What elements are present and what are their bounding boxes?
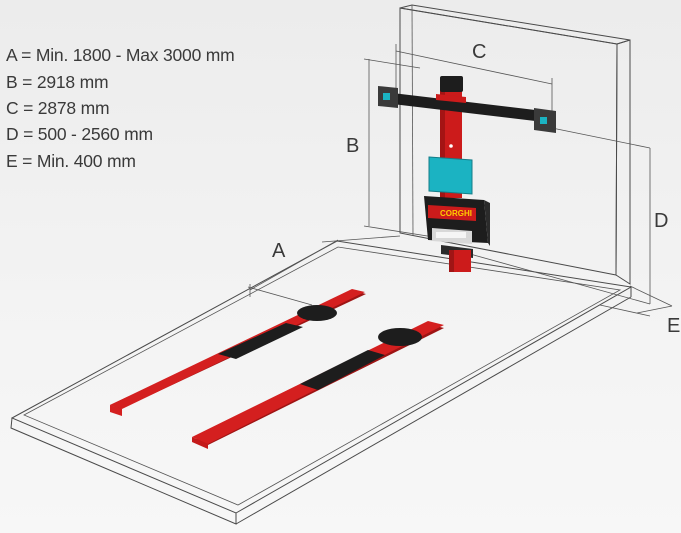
dimension-label-a: A [272,240,286,262]
spec-line-a: A = Min. 1800 - Max 3000 mm [6,45,235,65]
spec-line-d: D = 500 - 2560 mm [6,124,153,144]
dimension-label-e: E [667,315,680,337]
spec-line-c: C = 2878 mm [6,98,110,118]
right-ramp [192,321,444,449]
monitor-icon [429,157,472,194]
dimension-label-c: C [472,41,486,63]
left-ramp [110,289,366,416]
dimension-b: B [346,58,441,239]
dimension-d: D [469,127,668,305]
dimension-label-d: D [654,210,668,232]
left-turntable [297,305,337,321]
right-turntable [378,328,422,346]
aligner-unit: CORGHI [378,76,556,272]
spec-line-b: B = 2918 mm [6,72,109,92]
floor-outline [10,240,633,525]
dimension-a: A [247,235,401,306]
dimension-label-b: B [346,135,359,157]
dimension-c: C [395,41,553,122]
back-wall-outline [399,4,631,285]
column-top-cap [440,76,463,92]
brand-logo: CORGHI [440,209,472,218]
camera-bar [384,92,552,123]
dimension-e: E [599,285,680,337]
spec-line-e: E = Min. 400 mm [6,151,136,171]
